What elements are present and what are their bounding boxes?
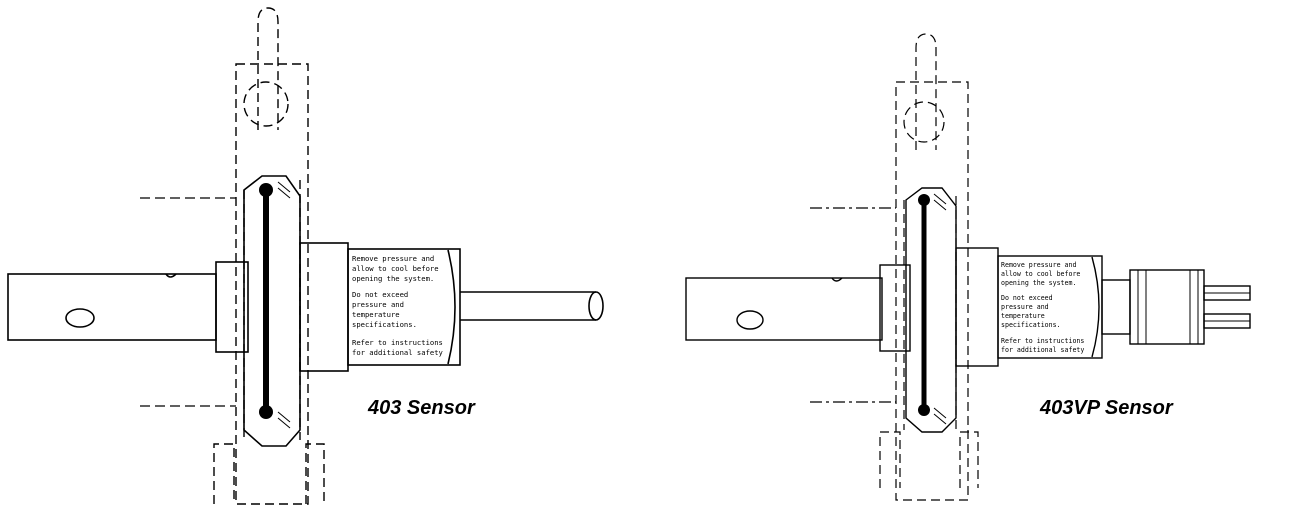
seal-top xyxy=(918,194,930,206)
flange xyxy=(905,187,957,433)
label-line-3: opening the system. xyxy=(1001,279,1076,287)
label-line-7: specifications. xyxy=(352,320,417,329)
label-line-8: Refer to instructions xyxy=(352,338,443,347)
hub xyxy=(215,261,249,353)
label-line-9: for additional safety xyxy=(1001,346,1084,354)
label-line-2: allow to cool before xyxy=(1001,270,1080,278)
seal-top xyxy=(259,183,273,197)
clamp-bracket-right xyxy=(959,431,979,488)
label-line-1: Remove pressure and xyxy=(352,254,434,263)
body-hole xyxy=(65,308,95,328)
mounting-frame xyxy=(235,63,309,505)
hub xyxy=(879,264,911,352)
sensor-403-figure: Remove pressure and allow to cool before… xyxy=(0,0,640,506)
label-line-4: Do not exceed xyxy=(1001,294,1053,302)
clamp-loop xyxy=(257,7,279,130)
insertion-body xyxy=(685,277,883,341)
flange xyxy=(243,175,301,447)
sensor-403-drawing: Remove pressure and allow to cool before… xyxy=(7,7,604,505)
connector-body xyxy=(1129,269,1205,345)
label-line-6: temperature xyxy=(1001,312,1045,320)
connector-neck xyxy=(1101,279,1131,335)
label-line-5: pressure and xyxy=(352,300,404,309)
clamp-pin xyxy=(243,81,289,127)
collar xyxy=(955,247,999,367)
sensor-403vp-figure: Remove pressure and allow to cool before… xyxy=(660,0,1292,506)
seal-bottom xyxy=(259,405,273,419)
mounting-frame xyxy=(895,81,969,501)
body-hole xyxy=(736,310,764,330)
sensor-403-caption: 403 Sensor xyxy=(368,397,475,419)
clamp-pin xyxy=(903,101,945,143)
sensor-403vp-drawing: Remove pressure and allow to cool before… xyxy=(685,33,1251,501)
insertion-body xyxy=(7,273,217,341)
seal-bottom xyxy=(918,404,930,416)
label-line-9: for additional safety xyxy=(352,348,444,357)
cable-end xyxy=(588,291,604,321)
clamp-bracket-right xyxy=(305,443,325,504)
label-line-8: Refer to instructions xyxy=(1001,337,1084,345)
collar xyxy=(299,242,349,372)
label-housing xyxy=(347,248,461,366)
label-line-4: Do not exceed xyxy=(352,290,408,299)
clamp-loop xyxy=(915,33,937,150)
clamp-bracket-left xyxy=(213,443,235,504)
label-line-3: opening the system. xyxy=(352,274,434,283)
label-line-6: temperature xyxy=(352,310,400,319)
label-line-1: Remove pressure and xyxy=(1001,261,1076,269)
clamp-bracket-left xyxy=(879,431,901,488)
label-line-7: specifications. xyxy=(1001,321,1061,329)
label-line-5: pressure and xyxy=(1001,303,1049,311)
label-line-2: allow to cool before xyxy=(352,264,439,273)
sensor-403vp-caption: 403VP Sensor xyxy=(1040,397,1173,419)
